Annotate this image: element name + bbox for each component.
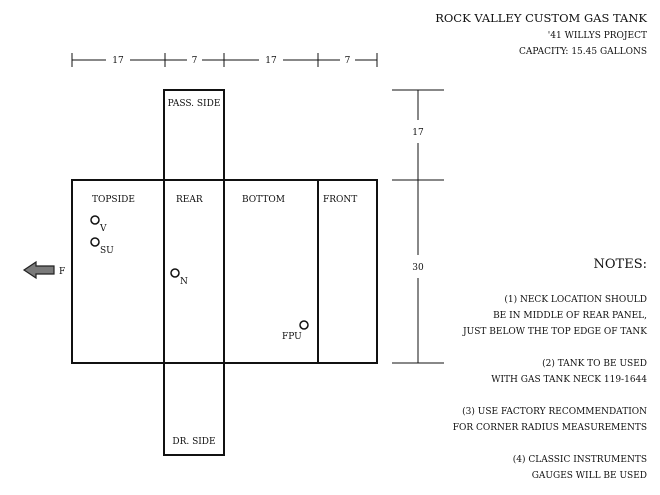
front-arrow: F	[22, 260, 65, 280]
note-1-line-3: JUST BELOW THE TOP EDGE OF TANK	[462, 327, 647, 337]
fitting-su-label: SU	[100, 246, 114, 256]
note-1-line-2: BE IN MIDDLE OF REAR PANEL,	[493, 311, 647, 321]
dim-front-width: 7	[345, 56, 351, 66]
dim-rear-width: 7	[192, 56, 198, 66]
fitting-n-label: N	[180, 277, 188, 287]
notes: NOTES: (1) NECK LOCATION SHOULD BE IN MI…	[453, 257, 648, 481]
top-dimension: 17 7 17 7	[71, 53, 378, 67]
front-arrow-label: F	[59, 267, 65, 277]
label-pass-side: PASS. SIDE	[168, 99, 221, 109]
dim-bottom-width: 17	[265, 56, 277, 66]
fitting-su-circle	[90, 237, 100, 247]
note-2-line-1: (2) TANK TO BE USED	[542, 358, 647, 369]
note-2-line-2: WITH GAS TANK NECK 119-1644	[491, 375, 647, 385]
dim-topside-width: 17	[112, 56, 124, 66]
fitting-n-circle	[170, 268, 180, 278]
arrow-left-icon	[22, 260, 55, 280]
note-4-line-2: GAUGES WILL BE USED	[532, 471, 647, 481]
dim-pass-side-height: 17	[412, 128, 424, 138]
fitting-fpu-label: FPU	[282, 332, 302, 342]
tank-layout: PASS. SIDE TOPSIDE REAR BOTTOM FRONT DR.…	[71, 89, 378, 456]
note-3-line-1: (3) USE FACTORY RECOMMENDATION	[462, 406, 647, 417]
project-name: '41 WILLYS PROJECT	[548, 31, 647, 41]
right-dimension: 17 30	[392, 89, 444, 364]
fittings: V SU N FPU	[90, 215, 309, 342]
label-bottom: BOTTOM	[242, 195, 285, 205]
fitting-v-circle	[90, 215, 100, 225]
panel-dr-side	[163, 362, 225, 456]
label-topside: TOPSIDE	[92, 195, 135, 205]
label-front: FRONT	[323, 195, 357, 205]
note-3-line-2: FOR CORNER RADIUS MEASUREMENTS	[453, 423, 647, 433]
note-1-line-1: (1) NECK LOCATION SHOULD	[504, 294, 647, 305]
label-dr-side: DR. SIDE	[172, 437, 215, 447]
label-rear: REAR	[176, 195, 203, 205]
tank-capacity: CAPACITY: 15.45 GALLONS	[519, 47, 647, 57]
note-4-line-1: (4) CLASSIC INSTRUMENTS	[513, 454, 647, 465]
fitting-fpu-circle	[299, 320, 309, 330]
notes-heading: NOTES:	[594, 257, 647, 272]
diagram-title: ROCK VALLEY CUSTOM GAS TANK	[435, 11, 647, 25]
fitting-v-label: V	[99, 224, 107, 234]
dim-tank-height: 30	[412, 263, 424, 273]
